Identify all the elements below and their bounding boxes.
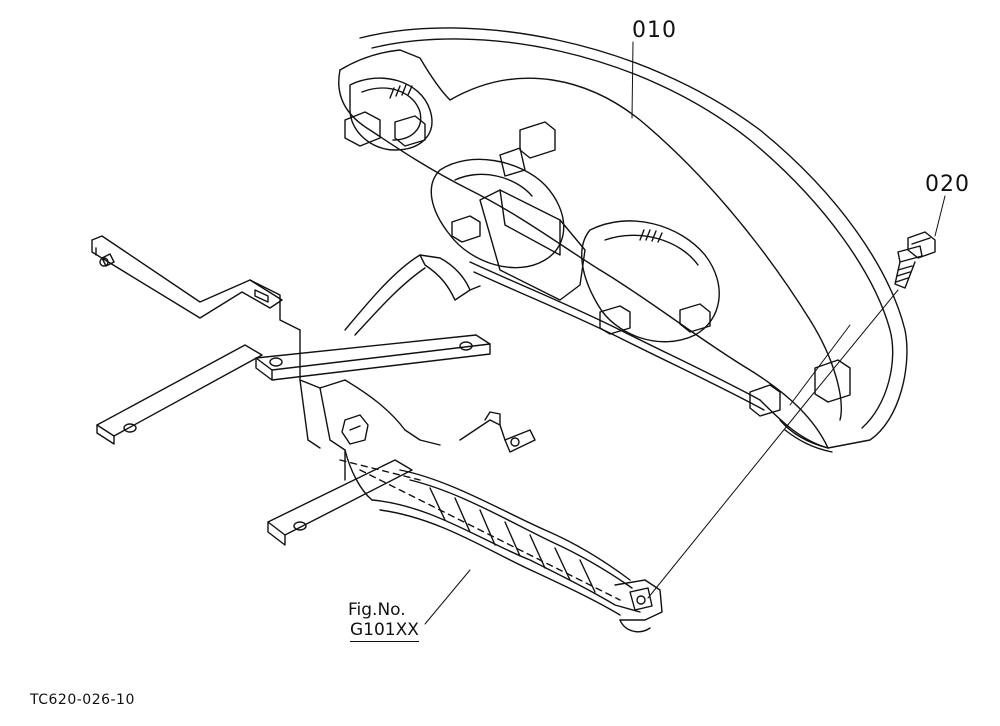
mounting-bracket-part bbox=[91, 235, 663, 633]
instrument-panel-part bbox=[338, 27, 908, 453]
figure-reference-number: G101XX bbox=[350, 620, 419, 642]
callout-010: 010 bbox=[632, 18, 677, 43]
screw-part bbox=[894, 231, 936, 289]
drawing-code: TC620-026-10 bbox=[30, 692, 135, 708]
callout-020: 020 bbox=[925, 172, 970, 197]
leader-lines bbox=[424, 41, 946, 625]
figure-reference-label: Fig.No. bbox=[348, 600, 406, 620]
